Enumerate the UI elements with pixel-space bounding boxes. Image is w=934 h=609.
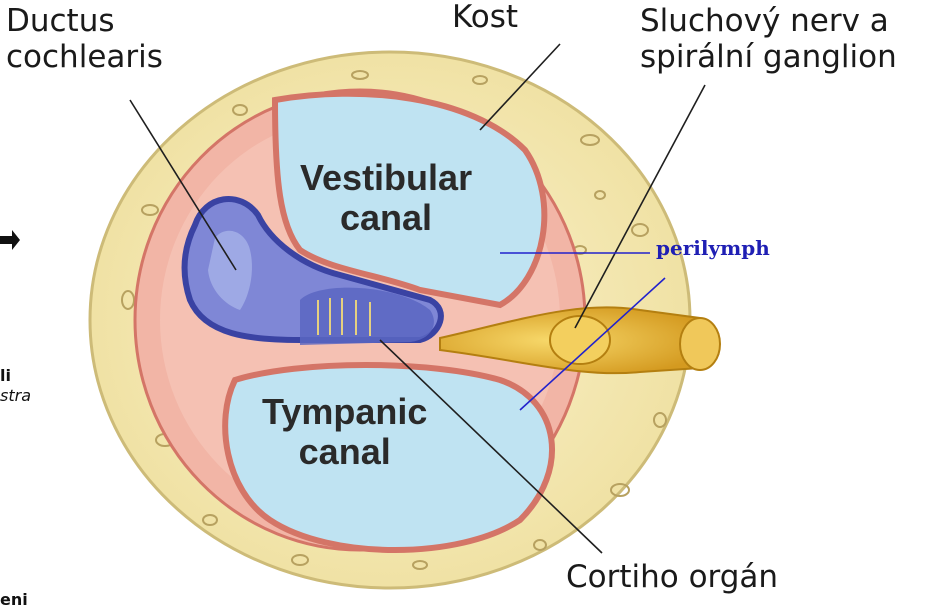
label-vestibular-canal: Vestibular canal — [300, 158, 472, 239]
label-sluchovy-nerv: Sluchový nerv a spirální ganglion — [636, 4, 901, 75]
edge-text-eni: eni — [0, 590, 28, 609]
label-kost: Kost — [448, 0, 522, 36]
label-perilymph: perilymph — [656, 236, 770, 260]
edge-text-stra: stra — [0, 386, 31, 405]
label-ductus-cochlearis: Ductus cochlearis — [2, 4, 167, 75]
label-cortiho-organ: Cortiho orgán — [562, 560, 782, 596]
label-tympanic-canal: Tympanic canal — [262, 392, 427, 473]
edge-arrow-icon — [0, 230, 20, 250]
edge-text-li: li — [0, 366, 11, 385]
